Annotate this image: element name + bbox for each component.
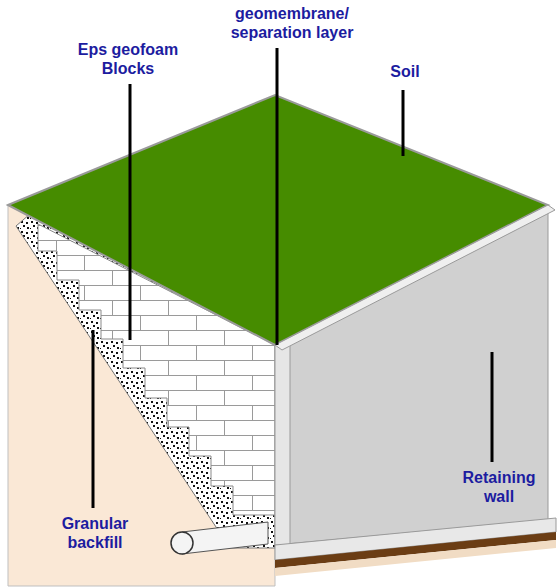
- layer-label: geomembrane/ separation layer: [217, 4, 367, 42]
- block-label: Eps geofoam Blocks: [67, 40, 189, 78]
- leader-line: [129, 84, 132, 340]
- soil-label: Soil: [365, 62, 445, 81]
- leader-line: [402, 90, 405, 156]
- wall-label: Retaining wall: [451, 468, 547, 506]
- backfill-label: Granular backfill: [47, 514, 143, 552]
- leader-line: [276, 48, 279, 345]
- leader-line: [491, 352, 494, 462]
- leader-line: [92, 330, 95, 508]
